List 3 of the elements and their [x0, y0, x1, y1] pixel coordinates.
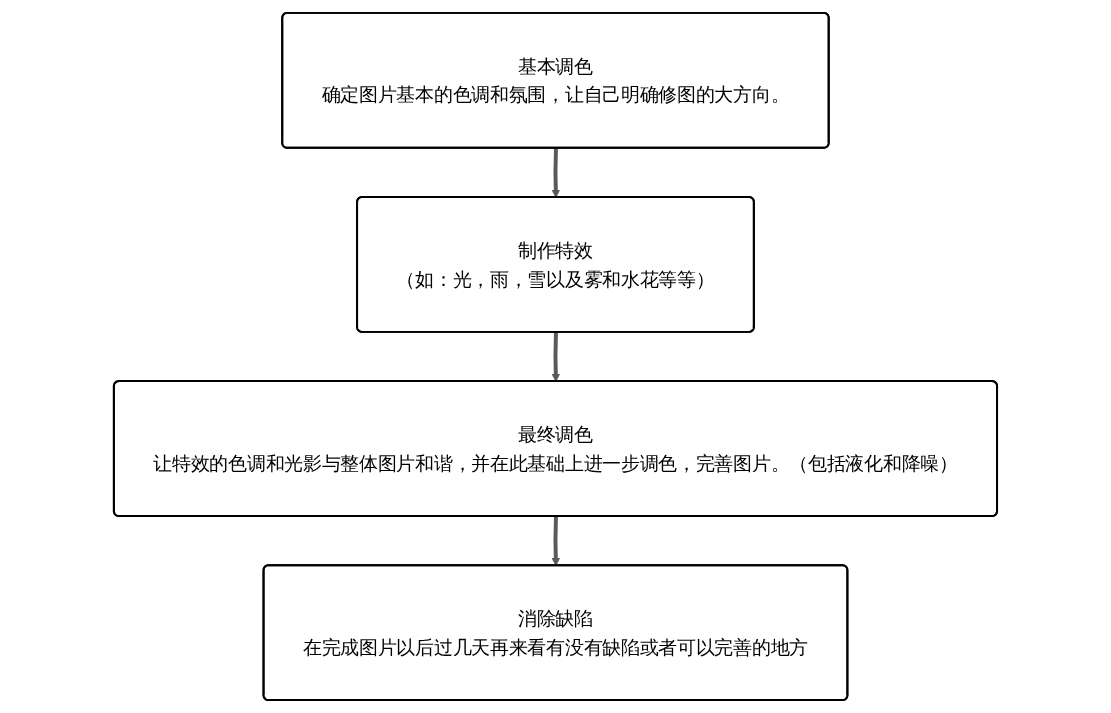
arrow — [551, 332, 561, 382]
arrow — [551, 516, 561, 567]
arrow — [551, 148, 561, 198]
